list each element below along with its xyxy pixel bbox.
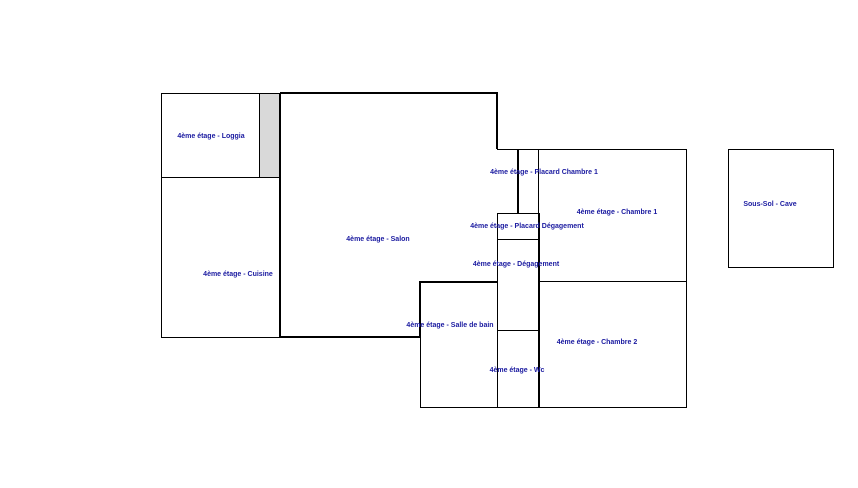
label-cave: Sous-Sol - Cave	[743, 201, 796, 208]
room-salle-de-bain-outline	[420, 282, 539, 408]
room-cave-outline	[728, 149, 834, 268]
loggia-hatched-column	[259, 93, 280, 178]
label-placard-chambre-1: 4ème étage - Placard Chambre 1	[490, 169, 598, 176]
label-chambre-2: 4ème étage - Chambre 2	[557, 339, 638, 346]
label-salle-de-bain: 4ème étage - Salle de bain	[406, 322, 493, 329]
label-wc: 4ème étage - Wc	[490, 367, 545, 374]
label-degagement: 4ème étage - Dégagement	[473, 261, 560, 268]
label-placard-degagement: 4ème étage - Placard Dégagement	[470, 223, 584, 230]
label-cuisine: 4ème étage - Cuisine	[203, 271, 273, 278]
label-loggia: 4ème étage - Loggia	[177, 133, 244, 140]
label-chambre-1: 4ème étage - Chambre 1	[577, 209, 658, 216]
room-cuisine-outline	[161, 177, 280, 338]
label-salon: 4ème étage - Salon	[346, 236, 409, 243]
room-salon-outline	[280, 92, 498, 149]
